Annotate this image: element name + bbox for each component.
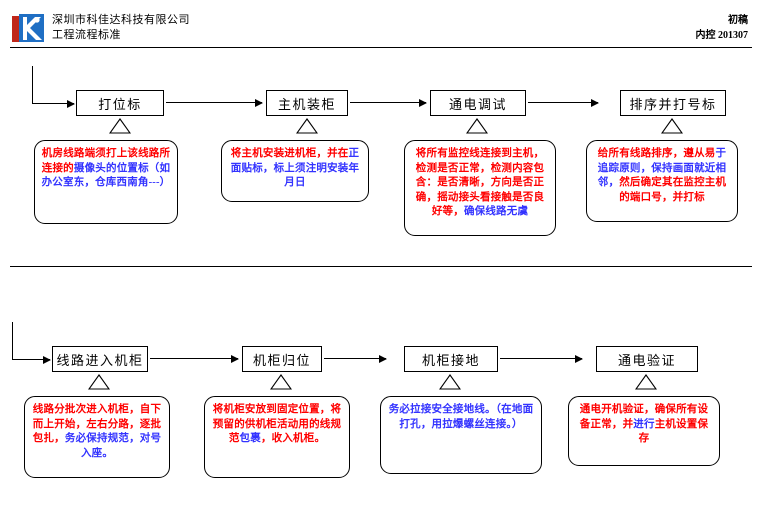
process-box-paixu-dahao[interactable]: 排序并打号标 bbox=[620, 90, 726, 116]
process-box-tongdian-yanzheng[interactable]: 通电验证 bbox=[596, 346, 698, 372]
note-7-seg-0: 务必拉接安全接地线。（在地面打孔，用拉爆螺丝连接。） bbox=[388, 404, 534, 430]
note-3-seg-0: 将所有监控线连接到主机，检测是否正常，检测内容包含：是否清晰，方向是否正确，摇动… bbox=[415, 148, 545, 217]
document-meta: 初稿 内控 201307 bbox=[696, 13, 749, 43]
process-box-dawei-biao[interactable]: 打位标 bbox=[76, 90, 164, 116]
triangle-marker-8 bbox=[635, 374, 657, 390]
note-2-seg-0: 将主机安装进机柜，并在 bbox=[230, 148, 349, 159]
arrow-2-to-3 bbox=[350, 98, 427, 107]
kjd-logo-icon bbox=[12, 14, 44, 44]
triangle-marker-7 bbox=[439, 374, 461, 390]
note-5-seg-1: 务必保持规范，对号入座。 bbox=[64, 433, 162, 459]
company-identity: 深圳市科佳达科技有限公司 工程流程标准 bbox=[52, 13, 190, 43]
triangle-marker-4 bbox=[661, 118, 683, 134]
process-box-jigui-guiwei[interactable]: 机柜归位 bbox=[242, 346, 322, 372]
note-bubble-6: 将机柜安放到固定位置，将预留的供机柜活动用的线规范包裹，收入机柜。 bbox=[204, 396, 350, 478]
note-bubble-3: 将所有监控线连接到主机，检测是否正常，检测内容包含：是否清晰，方向是否正确，摇动… bbox=[404, 140, 556, 236]
triangle-marker-1 bbox=[109, 118, 131, 134]
triangle-marker-3 bbox=[466, 118, 488, 134]
note-8-seg-2: 主机设置保存 bbox=[638, 418, 709, 445]
arrow-1-to-2 bbox=[166, 98, 263, 107]
triangle-marker-6 bbox=[270, 374, 292, 390]
process-box-tongdian-tiaoshi[interactable]: 通电调试 bbox=[430, 90, 526, 116]
note-3-seg-1: 确保线路无虞 bbox=[463, 206, 529, 217]
note-bubble-2: 将主机安装进机柜，并在正面贴标，标上须注明安装年月日 bbox=[221, 140, 369, 202]
process-box-zhuji-zhuanggui[interactable]: 主机装柜 bbox=[266, 90, 348, 116]
triangle-marker-5 bbox=[88, 374, 110, 390]
note-1-seg-1: 摄像头的位置标（如办公室东，仓库西南角---） bbox=[41, 162, 171, 189]
process-box-xianlu-jinru-jigui[interactable]: 线路进入机柜 bbox=[52, 346, 148, 372]
note-bubble-1: 机房线路端须打上该线路所连接的摄像头的位置标（如办公室东，仓库西南角---） bbox=[34, 140, 178, 224]
triangle-marker-2 bbox=[296, 118, 318, 134]
arrow-5-to-6 bbox=[150, 354, 239, 363]
note-8-seg-0: 通电开机验证，确保所有设备正常，并 bbox=[579, 404, 709, 430]
note-6-seg-1: 包裹 bbox=[239, 433, 261, 444]
page-header: 深圳市科佳达科技有限公司 工程流程标准 初稿 内控 201307 bbox=[0, 0, 760, 52]
arrow-3-to-4 bbox=[528, 98, 599, 107]
note-1-seg-0: 机房线路端须打上该线路所连接的 bbox=[41, 148, 171, 174]
control-number: 内控 201307 bbox=[695, 30, 749, 41]
arrow-7-to-8 bbox=[500, 354, 583, 363]
section-divider bbox=[10, 266, 752, 267]
process-box-jigui-jiedi[interactable]: 机柜接地 bbox=[404, 346, 498, 372]
row1-entry-connector bbox=[32, 66, 75, 108]
revision-label: 初稿 bbox=[728, 15, 748, 26]
document-title: 工程流程标准 bbox=[52, 29, 121, 41]
note-4-seg-0: 给所有线路排序，遵从易 bbox=[597, 148, 716, 159]
note-5-seg-0: 线路分批次进入机柜，自下而上开始，左右分路，逐批包扎， bbox=[32, 404, 162, 444]
note-6-seg-2: ，收入机柜。 bbox=[260, 433, 326, 444]
row2-entry-connector bbox=[12, 322, 51, 364]
note-bubble-7: 务必拉接安全接地线。（在地面打孔，用拉爆螺丝连接。） bbox=[380, 396, 542, 474]
note-bubble-4: 给所有线路排序，遵从易于追踪原则，保持画面就近相邻，然后确定其在监控主机的端口号… bbox=[586, 140, 738, 222]
note-bubble-8: 通电开机验证，确保所有设备正常，并进行主机设置保存 bbox=[568, 396, 720, 466]
company-name: 深圳市科佳达科技有限公司 bbox=[52, 14, 190, 26]
note-8-seg-1: 进行 bbox=[633, 418, 655, 430]
note-bubble-5: 线路分批次进入机柜，自下而上开始，左右分路，逐批包扎，务必保持规范，对号入座。 bbox=[24, 396, 170, 478]
arrow-6-to-7 bbox=[324, 354, 387, 363]
note-4-seg-2: 然后确定其在监控主机的端口号，并打标 bbox=[619, 177, 727, 203]
note-6-seg-0: 将机柜安放到固定位置，将预留的供机柜活动用的线规范 bbox=[212, 404, 342, 444]
header-divider bbox=[10, 47, 752, 48]
note-2-seg-1: 正面贴标，标上须注明安装年月日 bbox=[230, 148, 360, 188]
note-4-seg-1: 于追踪原则，保持画面就近相邻， bbox=[597, 148, 727, 188]
